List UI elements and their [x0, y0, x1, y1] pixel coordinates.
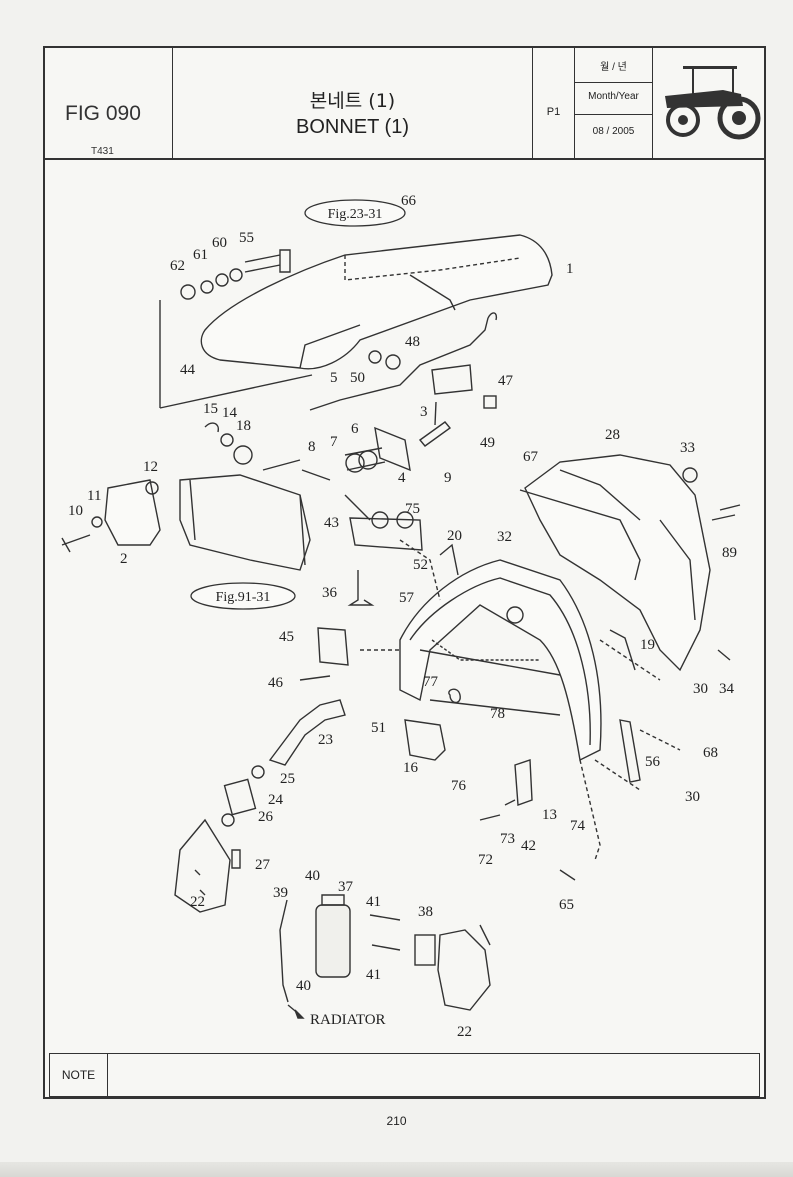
callout: 73: [500, 831, 515, 847]
svg-text:Fig.23-31: Fig.23-31: [328, 207, 383, 222]
callout: 1: [566, 261, 574, 277]
callout: 39: [273, 885, 288, 901]
callout: 49: [480, 435, 495, 451]
scan-edge: [0, 1162, 793, 1177]
callout: 78: [490, 706, 505, 722]
callout: 24: [268, 792, 284, 808]
callout: 5: [330, 370, 338, 386]
callout: 38: [418, 904, 433, 920]
callout: 66: [401, 193, 417, 209]
callout: 44: [180, 362, 196, 378]
callout: 40: [296, 978, 311, 994]
callout: 36: [322, 585, 338, 601]
callout: 18: [236, 418, 251, 434]
callout: 40: [305, 868, 320, 884]
callout: 34: [719, 681, 735, 697]
callout: 72: [478, 852, 493, 868]
callout: 41: [366, 894, 381, 910]
tractor-thumbnail-cell: [653, 48, 764, 158]
figure-number-cell: FIG 090 T431: [45, 48, 173, 158]
page-code-cell: P1: [533, 48, 575, 158]
title-korean: 본네트 (1): [309, 90, 396, 112]
callout: 41: [366, 967, 381, 983]
date-label-english: Month/Year: [588, 91, 639, 102]
page-code: P1: [546, 106, 561, 118]
callout: 74: [570, 818, 586, 834]
callout: 16: [403, 760, 419, 776]
callout: 51: [371, 720, 386, 736]
callout: 75: [405, 501, 420, 517]
callout: 62: [170, 258, 185, 274]
callout: 3: [420, 404, 428, 420]
callout: 77: [423, 674, 439, 690]
callout: 9: [444, 470, 452, 486]
callout: 6: [351, 421, 359, 437]
date-value: 08 / 2005: [592, 126, 635, 137]
date-divider: [575, 114, 652, 115]
figure-reference-fig91[interactable]: Fig.91-31: [190, 582, 296, 610]
callout: 33: [680, 440, 695, 456]
callout: 22: [190, 894, 205, 910]
date-divider: [575, 82, 652, 83]
callout: 13: [542, 807, 557, 823]
callout: 46: [268, 675, 284, 691]
header-table: FIG 090 T431 본네트 (1) BONNET (1) P1 월 / 년…: [45, 48, 764, 160]
callout: 61: [193, 247, 208, 263]
callout-labels: 1 2 3 4 5 6 7 8 9 10 11 12 13 14 15 16 1…: [68, 193, 737, 1040]
callout: 20: [447, 528, 462, 544]
callout: 26: [258, 809, 274, 825]
callout: 27: [255, 857, 271, 873]
callout: 50: [350, 370, 365, 386]
callout: 32: [497, 529, 512, 545]
figure-number: FIG 090: [65, 102, 141, 125]
callout: 19: [640, 637, 655, 653]
callout: 45: [279, 629, 294, 645]
date-label-korean: 월 / 년: [600, 62, 627, 73]
callout: 12: [143, 459, 158, 475]
callout: 43: [324, 515, 339, 531]
callout: 60: [212, 235, 227, 251]
model-code: T431: [91, 146, 114, 157]
callout: 25: [280, 771, 295, 787]
callout: 8: [308, 439, 316, 455]
date-cell: 월 / 년 Month/Year 08 / 2005: [575, 48, 653, 158]
callout: 48: [405, 334, 420, 350]
callout: 52: [413, 557, 428, 573]
tractor-icon: [665, 66, 761, 140]
callout: 30: [685, 789, 700, 805]
page-number: 210: [386, 1114, 407, 1128]
callout: 15: [203, 401, 218, 417]
note-row: NOTE: [49, 1053, 760, 1097]
callout: 11: [87, 488, 101, 504]
exploded-parts-diagram: Fig.23-31 Fig.91-31 RADIATOR 1 2 3 4 5 6…: [61, 193, 741, 1040]
callout: 65: [559, 897, 574, 913]
callout: 56: [645, 754, 661, 770]
callout: 55: [239, 230, 254, 246]
callout: 57: [399, 590, 415, 606]
figure-reference-fig23[interactable]: Fig.23-31: [304, 199, 406, 227]
callout: 37: [338, 879, 354, 895]
callout: 42: [521, 838, 536, 854]
callout: 67: [523, 449, 539, 465]
title-cell: 본네트 (1) BONNET (1): [173, 48, 533, 158]
callout: 30: [693, 681, 708, 697]
radiator-label: RADIATOR: [310, 1012, 386, 1028]
callout: 76: [451, 778, 467, 794]
callout: 14: [222, 405, 238, 421]
callout: 7: [330, 434, 338, 450]
title-english: BONNET (1): [296, 116, 409, 138]
callout: 68: [703, 745, 718, 761]
svg-text:Fig.91-31: Fig.91-31: [216, 590, 271, 605]
callout: 10: [68, 503, 83, 519]
callout: 22: [457, 1024, 472, 1040]
callout: 89: [722, 545, 737, 561]
callout: 28: [605, 427, 620, 443]
callout: 4: [398, 470, 406, 486]
callout: 2: [120, 551, 128, 567]
callout: 23: [318, 732, 333, 748]
callout: 47: [498, 373, 514, 389]
note-label: NOTE: [50, 1054, 108, 1096]
